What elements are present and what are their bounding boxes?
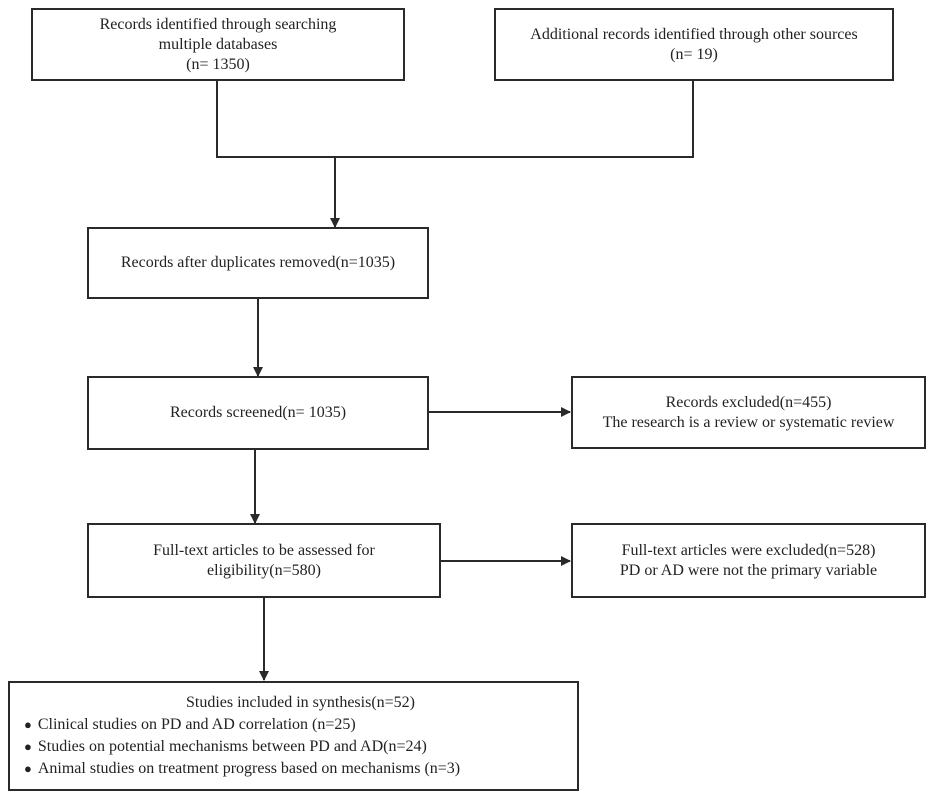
box-line: Records excluded(n=455)	[665, 393, 832, 411]
box-line: Additional records identified through ot…	[530, 25, 858, 43]
list-item-text: Studies on potential mechanisms between …	[37, 738, 427, 755]
box-line: The research is a review or systematic r…	[602, 413, 895, 431]
box-line: PD or AD were not the primary variable	[619, 561, 878, 579]
list-item: ● Animal studies on treatment progress b…	[24, 758, 460, 780]
box-line: Records identified through searching	[99, 15, 337, 33]
box-line: (n= 1350)	[186, 55, 250, 73]
bullet-icon: ●	[24, 739, 32, 754]
bullet-icon: ●	[24, 717, 32, 732]
list-item-text: Animal studies on treatment progress bas…	[37, 760, 461, 777]
box-after-duplicates: Records after duplicates removed(n=1035)	[87, 227, 429, 299]
box-records-screened: Records screened(n= 1035)	[87, 376, 429, 450]
box-fulltext-assessed: Full-text articles to be assessed for el…	[87, 523, 441, 598]
box-line: multiple databases	[158, 35, 278, 53]
list-item-text: Clinical studies on PD and AD correlatio…	[37, 716, 356, 733]
box-line: eligibility(n=580)	[207, 561, 321, 579]
list-item: ● Clinical studies on PD and AD correlat…	[24, 714, 356, 736]
box-line: Records screened(n= 1035)	[169, 404, 347, 421]
box-additional-records: Additional records identified through ot…	[494, 8, 894, 81]
box-records-identified-databases: Records identified through searching mul…	[31, 8, 405, 81]
box-line: Records after duplicates removed(n=1035)	[120, 254, 396, 271]
box-line: Full-text articles to be assessed for	[153, 541, 375, 559]
included-title: Studies included in synthesis(n=52)	[185, 694, 415, 711]
box-studies-included: Studies included in synthesis(n=52) ● Cl…	[8, 681, 579, 791]
box-fulltext-excluded: Full-text articles were excluded(n=528) …	[571, 523, 926, 598]
bullet-icon: ●	[24, 761, 32, 776]
box-line: Full-text articles were excluded(n=528)	[621, 541, 876, 559]
list-item: ● Studies on potential mechanisms betwee…	[24, 736, 427, 758]
box-line: (n= 19)	[670, 45, 718, 63]
box-records-excluded: Records excluded(n=455) The research is …	[571, 376, 926, 449]
